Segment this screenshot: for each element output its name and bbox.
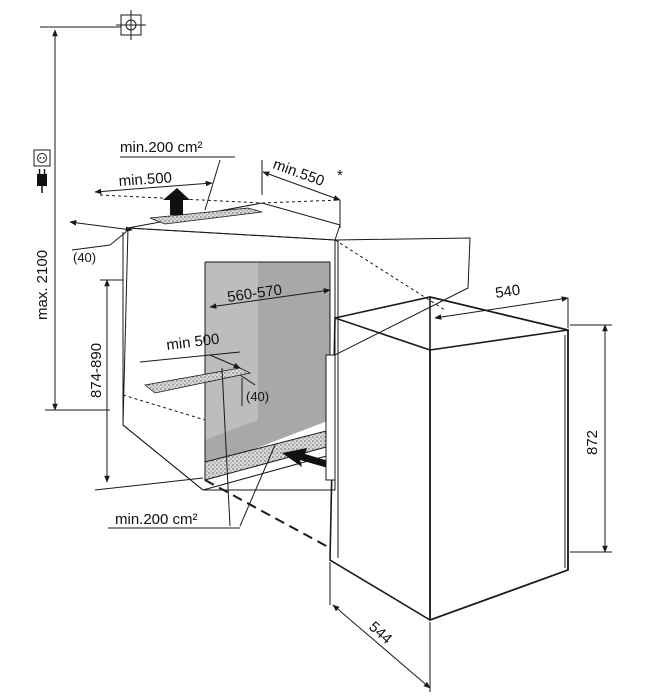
airflow-in-arrow <box>282 448 332 468</box>
airflow-up-arrow <box>163 188 190 215</box>
open-door <box>334 237 471 356</box>
plug-icon <box>37 169 47 193</box>
cabinet-niche <box>99 194 341 491</box>
label-bottom-vent-area: min.200 cm² <box>115 511 198 528</box>
socket-icon <box>33 149 51 167</box>
label-appliance-width: 540 <box>494 282 521 302</box>
label-floor-offset: (40) <box>246 389 269 404</box>
label-top-vent-depth: min.500 <box>118 169 172 190</box>
label-door-clearance-note: * <box>337 167 343 184</box>
label-max-height: max. 2100 <box>34 250 51 320</box>
insertion-guide <box>204 479 331 549</box>
label-niche-height: 874-890 <box>88 343 105 398</box>
label-appliance-depth: 544 <box>365 618 395 647</box>
label-floor-depth: min 500 <box>165 331 220 354</box>
dimension-lines <box>40 26 612 692</box>
label-top-vent-area: min.200 cm² <box>120 139 203 156</box>
appliance <box>325 295 569 622</box>
label-appliance-height: 872 <box>584 430 601 455</box>
crosshair-icon <box>116 10 146 40</box>
label-top-offset: (40) <box>73 250 96 265</box>
